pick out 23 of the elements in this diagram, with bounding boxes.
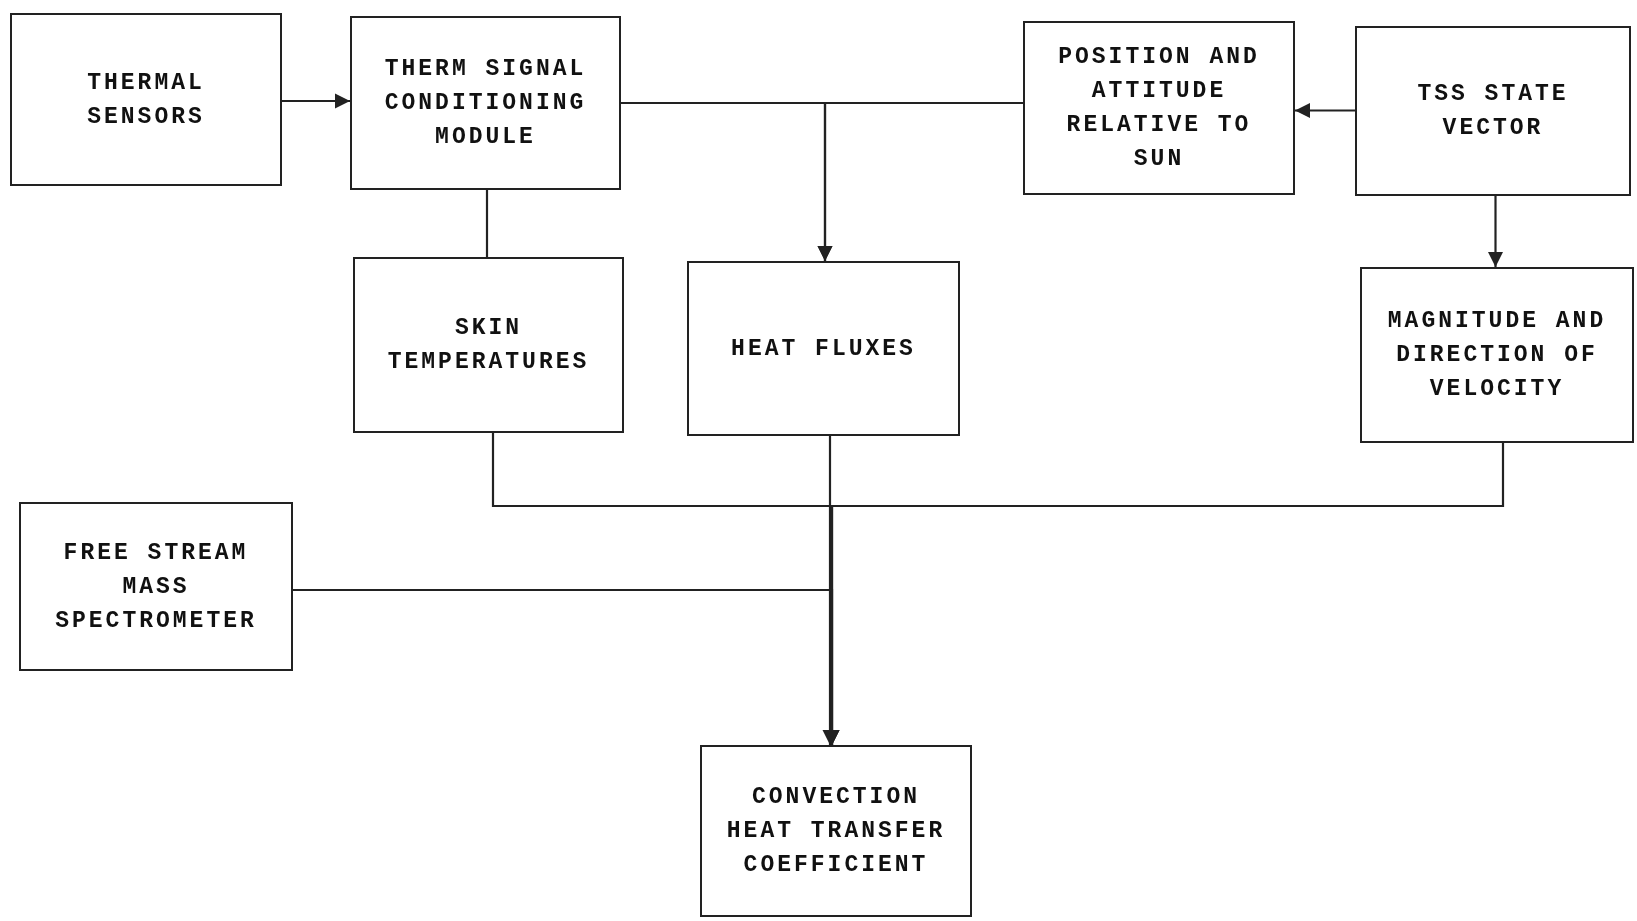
box-label: THERM SIGNAL CONDITIONING MODULE: [383, 55, 588, 152]
box-label: CONVECTION HEAT TRANSFER COEFFICIENT: [725, 783, 947, 880]
process-box: [1023, 21, 1295, 195]
connector-arrow: [1295, 102, 1355, 119]
process-box: [1360, 267, 1634, 443]
process-box: [687, 261, 960, 436]
box-label: HEAT FLUXES: [731, 334, 916, 364]
process-box: [700, 745, 972, 917]
box-label: FREE STREAM MASS SPECTROMETER: [54, 538, 258, 636]
process-box: [10, 13, 282, 186]
process-box: [350, 16, 621, 190]
connector-arrow: [1487, 196, 1504, 267]
connector-arrow: [282, 93, 350, 109]
box-label: POSITION AND ATTITUDE RELATIVE TO SUN: [1057, 43, 1261, 174]
connector-arrow: [817, 101, 1023, 261]
process-box: [1355, 26, 1631, 196]
box-label: MAGNITUDE AND DIRECTION OF VELOCITY: [1386, 307, 1608, 404]
process-box: [19, 502, 293, 671]
connector-arrow: [293, 588, 840, 745]
process-box: [353, 257, 624, 433]
box-label: TSS STATE VECTOR: [1416, 80, 1570, 143]
box-label: SKIN TEMPERATURES: [386, 314, 591, 377]
box-label: THERMAL SENSORS: [86, 68, 206, 132]
